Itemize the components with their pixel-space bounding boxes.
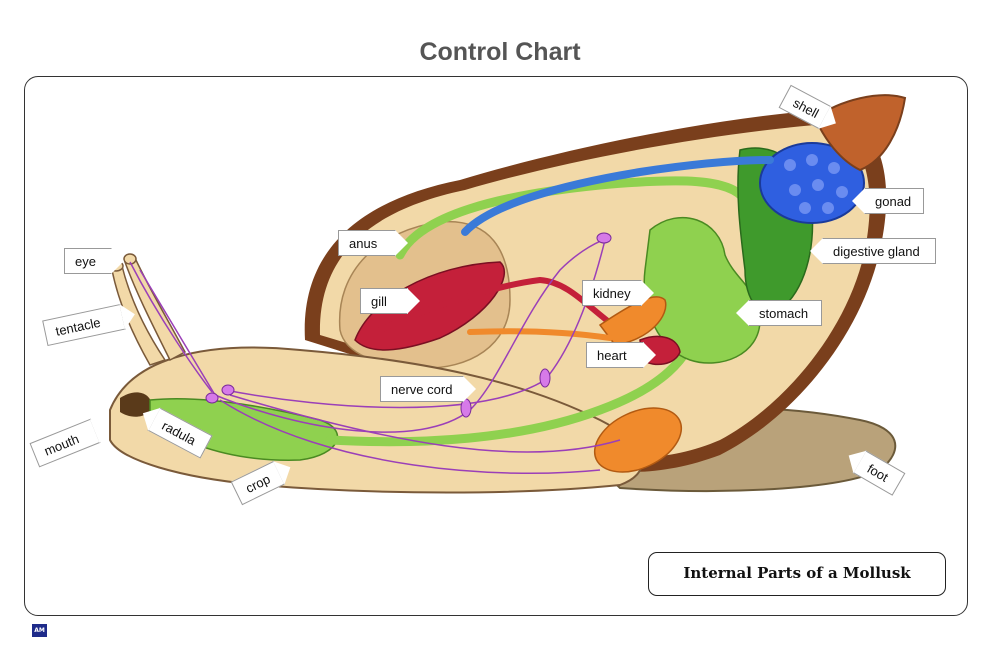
rectum [395,176,750,260]
publisher-logo: AM [32,624,47,637]
diagram-caption: Internal Parts of a Mollusk [648,552,946,596]
blood-vessel [461,156,774,236]
gill-vessel [367,276,623,338]
tentacle-tip [123,253,137,265]
label-gill: gill [360,288,420,314]
ganglia [205,232,612,418]
label-stomach: stomach [736,300,822,326]
kidney-shape [598,296,667,346]
label-nerve-cord: nerve cord [380,376,476,402]
renal-duct [467,328,613,341]
label-heart: heart [586,342,656,368]
label-anus: anus [338,230,408,256]
label-eye: eye [64,248,124,274]
label-digestive-gland: digestive gland [810,238,936,264]
gonad-lobes [784,154,848,214]
label-gonad: gonad [852,188,924,214]
page-title: Control Chart [419,38,581,66]
label-kidney: kidney [582,280,654,306]
albumen-gland-shape [593,407,683,473]
